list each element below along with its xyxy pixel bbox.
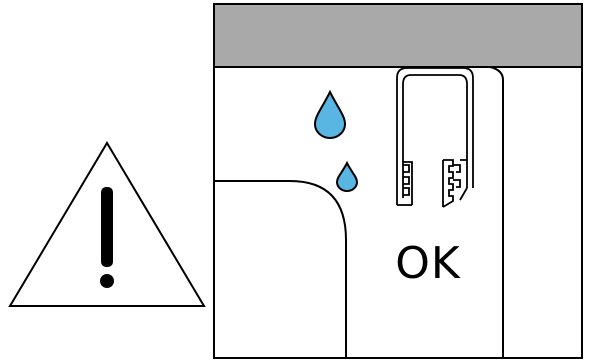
water-drop-small-icon xyxy=(335,160,359,192)
seal-profile-icon xyxy=(396,67,474,208)
right-divider xyxy=(489,66,504,358)
warning-triangle-icon xyxy=(8,141,206,307)
device-panel xyxy=(213,3,583,359)
header-bar xyxy=(214,4,582,67)
status-ok-label: OK xyxy=(395,238,461,289)
inner-component xyxy=(214,180,347,358)
water-drop-large-icon xyxy=(313,89,347,139)
